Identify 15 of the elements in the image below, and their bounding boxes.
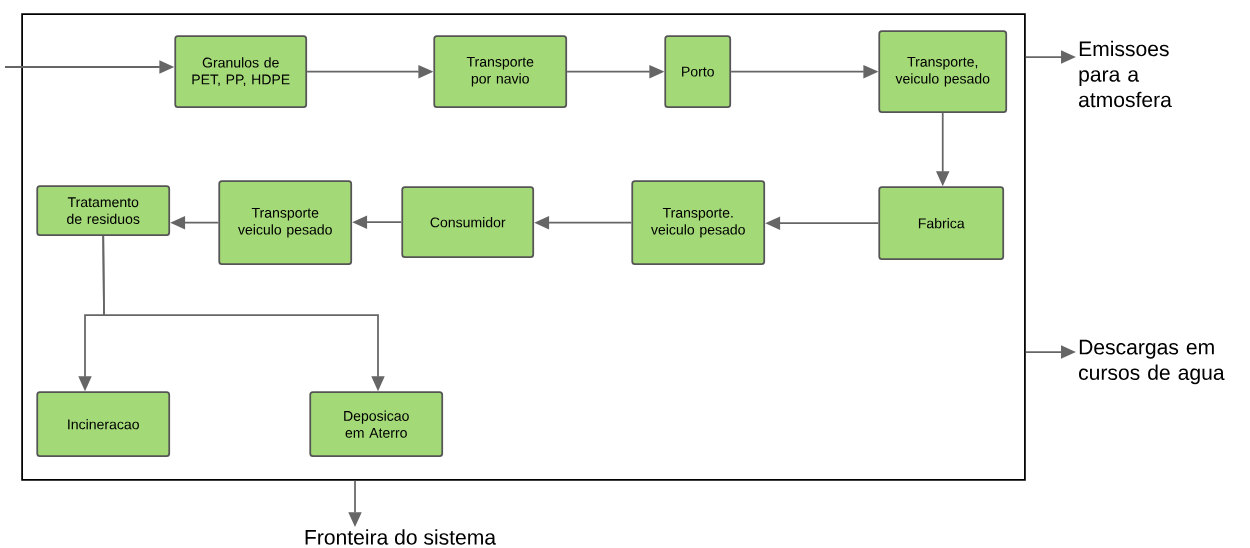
process-box: Incineracao [36,391,171,458]
process-box: Transporte veiculo pesado [218,180,353,266]
process-box: Consumidor [401,186,535,259]
process-box: Porto [664,35,732,109]
system-boundary-frame [21,13,1026,481]
boundary-label: Fronteira do sistema [305,529,497,545]
process-box: Transporte. veiculo pesado [631,180,766,266]
process-box: Fabrica [878,186,1005,261]
output-label: Descargas em cursos de agua [1079,339,1225,385]
process-box: Transporte, veiculo pesado [878,30,1008,114]
output-label: Emissoes para a atmosfera [1079,40,1172,108]
process-box: Tratamento de residuos [36,185,171,237]
process-box: Granulos de PET, PP, HDPE [174,35,308,109]
process-box: Deposicao em Aterro [309,391,444,458]
process-box: Transporte por navio [433,35,568,109]
